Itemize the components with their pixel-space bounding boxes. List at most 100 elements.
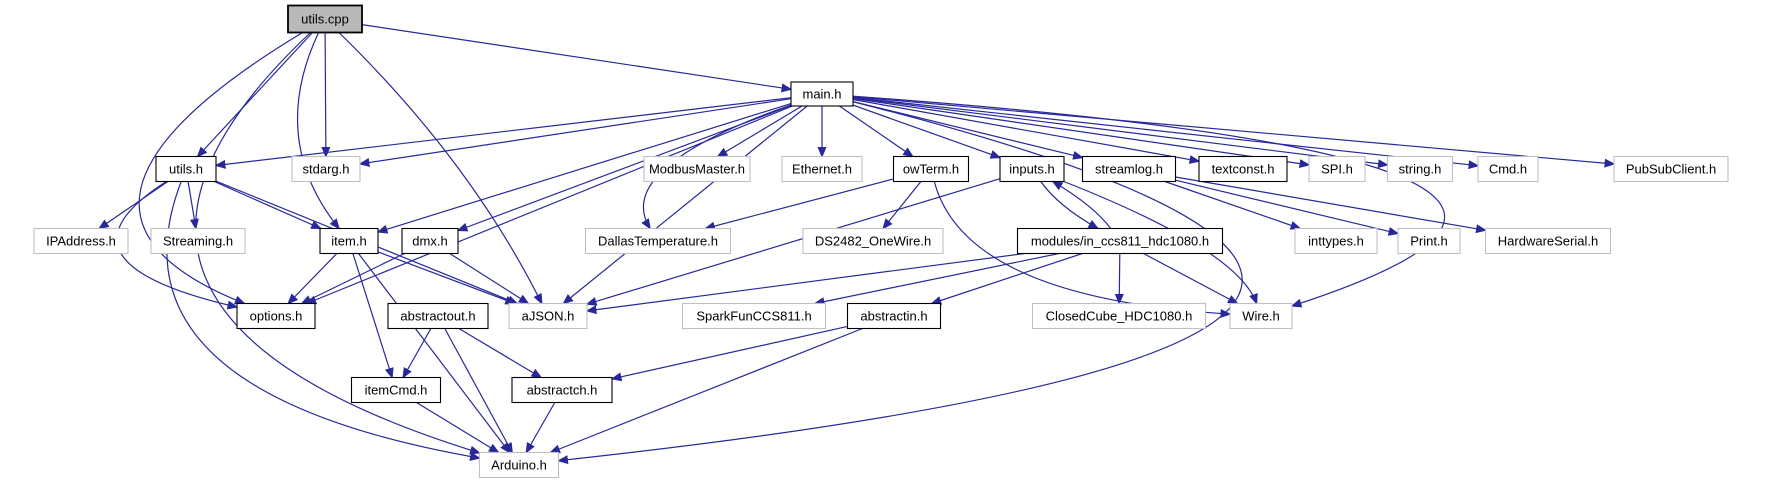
- node-pubsubclient_h: PubSubClient.h: [1613, 155, 1729, 183]
- node-box-ipaddress_h: [33, 227, 129, 255]
- node-box-abstractch_h[interactable]: [511, 376, 613, 404]
- node-itemcmd_h[interactable]: itemCmd.h: [350, 376, 442, 404]
- node-label-closedcube_hdc1080_h: ClosedCube_HDC1080.h: [1046, 308, 1193, 323]
- node-label-owterm_h: owTerm.h: [903, 161, 959, 176]
- node-label-wire_h: Wire.h: [1242, 308, 1280, 323]
- node-label-abstractch_h: abstractch.h: [527, 382, 598, 397]
- node-label-textconst_h: textconst.h: [1212, 161, 1275, 176]
- node-label-abstractin_h: abstractin.h: [860, 308, 927, 323]
- include-edge-itemcmd_h-to-arduino_h: [416, 401, 500, 454]
- node-box-inputs_h[interactable]: [999, 155, 1065, 183]
- include-edge-in_ccs811_hdc1080_h-to-closedcube_hdc1080_h: [1114, 253, 1124, 305]
- node-box-streaming_h: [150, 227, 246, 255]
- include-edge-utils_cpp-to-options_h: [138, 31, 303, 305]
- node-label-arduino_h: Arduino.h: [491, 457, 547, 472]
- node-box-abstractout_h[interactable]: [387, 302, 489, 330]
- include-edge-dmx_h-to-ajson_h: [449, 252, 530, 305]
- node-print_h: Print.h: [1397, 227, 1461, 255]
- include-edge-main_h-to-options_h: [305, 105, 793, 305]
- include-edge-utils_cpp-to-utils_h: [196, 32, 313, 158]
- include-edge-abstractout_h-to-itemcmd_h: [402, 328, 432, 379]
- node-abstractin_h[interactable]: abstractin.h: [846, 302, 942, 330]
- node-box-print_h: [1397, 227, 1461, 255]
- node-box-utils_h[interactable]: [155, 155, 217, 183]
- include-edge-item_h-to-itemcmd_h: [352, 253, 394, 379]
- include-edge-abstractout_h-to-arduino_h: [444, 328, 513, 454]
- include-edge-main_h-to-textconst_h: [852, 98, 1201, 164]
- include-edge-main_h-to-item_h: [376, 103, 792, 234]
- node-label-in_ccs811_hdc1080_h: modules/in_ccs811_hdc1080.h: [1031, 233, 1209, 248]
- node-box-stdarg_h: [291, 155, 361, 183]
- node-label-string_h: string.h: [1399, 161, 1442, 176]
- node-box-ajson_h: [508, 302, 588, 330]
- node-box-options_h[interactable]: [236, 302, 316, 330]
- node-ds2482_onewire_h: DS2482_OneWire.h: [802, 227, 944, 255]
- include-edge-utils_cpp-to-item_h: [296, 32, 340, 230]
- node-label-item_h: item.h: [331, 233, 366, 248]
- node-box-sparkfunccs811_h: [681, 302, 827, 330]
- include-edge-streamlog_h-to-hardwareserial_h: [1175, 176, 1487, 234]
- node-utils_h[interactable]: utils.h: [155, 155, 217, 183]
- node-item_h[interactable]: item.h: [319, 227, 379, 255]
- node-label-ajson_h: aJSON.h: [522, 308, 575, 323]
- include-edge-main_h-to-utils_h: [214, 97, 792, 169]
- include-edge-abstractin_h-to-abstractch_h: [610, 325, 848, 382]
- node-label-utils_cpp: utils.cpp: [301, 11, 349, 26]
- node-arduino_h: Arduino.h: [478, 451, 560, 479]
- node-box-item_h[interactable]: [319, 227, 379, 255]
- node-abstractout_h[interactable]: abstractout.h: [387, 302, 489, 330]
- node-label-inttypes_h: inttypes.h: [1308, 233, 1364, 248]
- include-edge-main_h-to-modbusmaster_h: [716, 105, 803, 158]
- node-box-abstractin_h[interactable]: [846, 302, 942, 330]
- include-edge-abstractch_h-to-arduino_h: [525, 402, 556, 454]
- include-edge-inputs_h-to-ajson_h: [585, 178, 1001, 306]
- node-label-dallastemperature_h: DallasTemperature.h: [598, 233, 718, 248]
- node-abstractch_h[interactable]: abstractch.h: [511, 376, 613, 404]
- node-sparkfunccs811_h: SparkFunCCS811.h: [681, 302, 827, 330]
- include-edge-in_ccs811_hdc1080_h-to-inputs_h: [1051, 180, 1112, 229]
- include-edge-utils_h-to-ipaddress_h: [97, 181, 169, 230]
- node-inputs_h[interactable]: inputs.h: [999, 155, 1065, 183]
- node-ethernet_h: Ethernet.h: [781, 155, 863, 183]
- node-label-cmd_h: Cmd.h: [1489, 161, 1527, 176]
- node-box-main_h[interactable]: [790, 81, 854, 107]
- node-spi_h: SPI.h: [1308, 155, 1366, 183]
- node-ipaddress_h: IPAddress.h: [33, 227, 129, 255]
- node-inttypes_h: inttypes.h: [1294, 227, 1378, 255]
- node-string_h: string.h: [1386, 155, 1454, 183]
- node-box-cmd_h: [1477, 155, 1539, 183]
- node-dmx_h[interactable]: dmx.h: [401, 227, 459, 255]
- include-edge-main_h-to-inputs_h: [852, 104, 1002, 159]
- node-label-ds2482_onewire_h: DS2482_OneWire.h: [815, 233, 931, 248]
- node-box-pubsubclient_h: [1613, 155, 1729, 183]
- node-label-main_h: main.h: [802, 86, 841, 101]
- include-edge-item_h-to-options_h: [287, 253, 338, 305]
- node-owterm_h[interactable]: owTerm.h: [892, 155, 970, 183]
- node-box-owterm_h[interactable]: [892, 155, 970, 183]
- node-label-itemcmd_h: itemCmd.h: [365, 382, 428, 397]
- node-in_ccs811_hdc1080_h[interactable]: modules/in_ccs811_hdc1080.h: [1016, 227, 1224, 255]
- node-box-itemcmd_h[interactable]: [350, 376, 442, 404]
- node-options_h[interactable]: options.h: [236, 302, 316, 330]
- node-box-streamlog_h[interactable]: [1081, 155, 1177, 183]
- node-label-options_h: options.h: [250, 308, 303, 323]
- node-label-streamlog_h: streamlog.h: [1095, 161, 1163, 176]
- node-label-ethernet_h: Ethernet.h: [792, 161, 852, 176]
- include-edge-main_h-to-owterm_h: [839, 105, 915, 158]
- node-box-arduino_h: [478, 451, 560, 479]
- node-box-hardwareserial_h: [1484, 227, 1612, 255]
- include-edge-utils_cpp-to-arduino_h: [195, 32, 481, 455]
- node-label-spi_h: SPI.h: [1321, 161, 1353, 176]
- include-edge-abstractin_h-to-arduino_h: [549, 327, 863, 454]
- node-textconst_h[interactable]: textconst.h: [1198, 155, 1288, 183]
- include-edge-utils_h-to-item_h: [214, 180, 323, 230]
- node-streamlog_h[interactable]: streamlog.h: [1081, 155, 1177, 183]
- node-box-textconst_h[interactable]: [1198, 155, 1288, 183]
- node-box-dmx_h[interactable]: [401, 227, 459, 255]
- node-box-string_h: [1386, 155, 1454, 183]
- node-box-in_ccs811_hdc1080_h[interactable]: [1016, 227, 1224, 255]
- node-main_h[interactable]: main.h: [790, 81, 854, 107]
